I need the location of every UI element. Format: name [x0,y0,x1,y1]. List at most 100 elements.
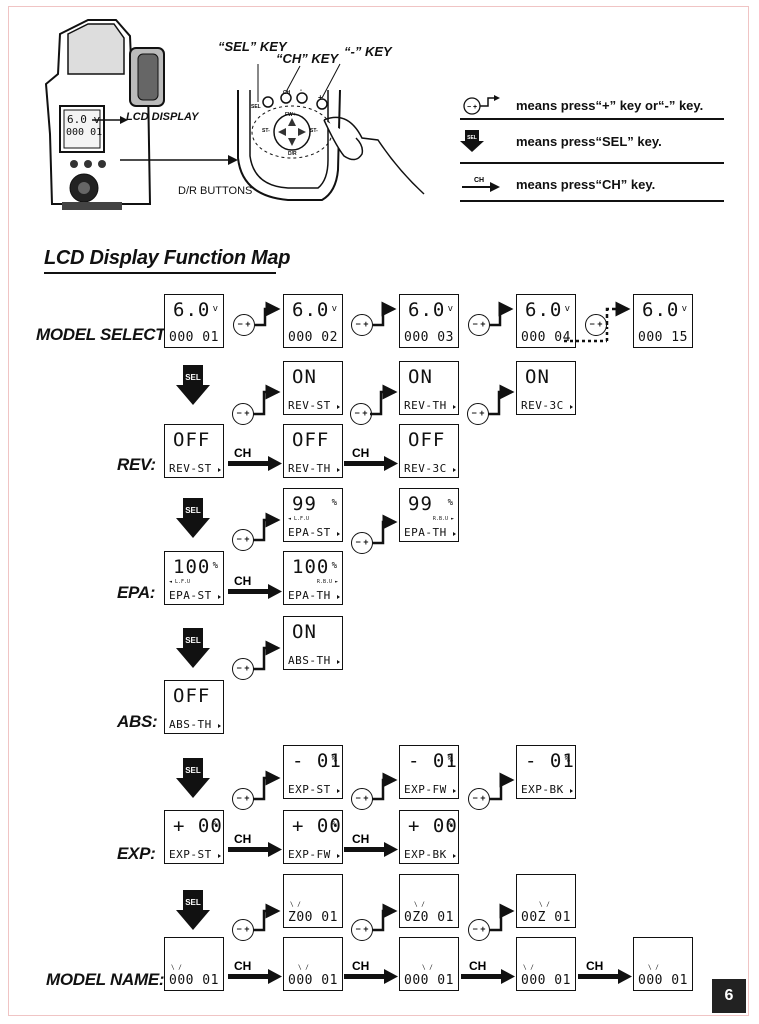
lcd-function: EXP-ST [169,848,212,861]
lcd-exp-plus-bk: + 00% EXP-BK [399,810,459,864]
pm-key-icon: − + [351,919,373,941]
ch-arrow-text: CH [469,959,486,973]
pm-key-icon: − + [468,919,490,941]
lcd-function: REV-ST [169,462,212,475]
lcd-unit: % [331,498,337,508]
lcd-value: + 00 [292,815,342,837]
lcd-function: EXP-ST [288,783,331,796]
lcd-rev-off-st: OFF REV-ST [164,424,224,478]
lcd-tick [218,468,221,472]
lcd-function: ABS-TH [169,718,212,731]
lcd-name: 000 01 [638,973,688,988]
ch-arrow-icon: CH [344,959,398,984]
pm-key-icon: − + [232,788,254,810]
lcd-epa-100-st: 100% ◄ L.F.U EPA-ST [164,551,224,605]
lcd-name: 0Z0 01 [404,910,454,925]
lcd-rev-off-3c: OFF REV-3C [399,424,459,478]
lcd-model-number: 000 03 [404,330,454,345]
lcd-model-name-edit-3: \ / 00Z 01 [516,874,576,928]
lcd-value: - 01 [525,750,575,772]
row-label-model-name: MODEL NAME: [46,970,165,989]
lcd-function: ABS-TH [288,654,331,667]
lcd-unit: % [447,755,453,765]
legend-rule-3 [460,200,724,202]
lcd-model-name-3: \ / 000 01 [399,937,459,991]
lcd-exp-plus-st: + 00% EXP-ST [164,810,224,864]
lcd-direction: ◄ L.F.U [288,516,310,522]
lcd-model-name-1: \ / 000 01 [164,937,224,991]
ch-arrow-icon: CH [228,574,282,599]
cursor-blink: \ / [422,964,433,971]
lcd-model-name-5: \ / 000 01 [633,937,693,991]
lcd-value: 100 [173,556,211,578]
sel-key-label: “SEL” KEY [218,39,287,54]
sel-arrow-text: SEL [185,506,201,515]
panel-fw: FW+ [285,112,296,118]
lcd-epa-99-st: 99% ◄ L.F.U EPA-ST [283,488,343,542]
lcd-tick [337,854,340,858]
lcd-direction: R.B.U ► [316,579,338,585]
pm-key-icon: − + [468,314,490,336]
lcd-function: EXP-BK [404,848,447,861]
lcd-value: OFF [173,685,211,707]
controller-lcd-bottom: 000 01 [66,127,103,138]
lcd-display-label: LCD DISPLAY [126,111,199,123]
sel-arrow-icon: SEL [176,628,210,668]
ch-arrow-icon: CH [228,446,282,471]
legend-row-sel: SEL means press“SEL” key. [460,130,662,152]
lcd-model-name-edit-1: \ / Z00 01 [283,874,343,928]
legend-plus-minus-text: means press“+” key or“-” key. [516,97,704,113]
lcd-rev-on-3c: ON REV-3C [516,361,576,415]
legend-ch-text: means press“CH” key. [516,176,656,192]
controller-lcd-top: 6.0 v [67,113,101,126]
lcd-unit: % [331,755,337,765]
pm-key-icon: − + [351,532,373,554]
legend-sel-text: means press“SEL” key. [516,133,662,149]
lcd-value: 100 [292,556,330,578]
ch-arrow-icon: CH [228,959,282,984]
panel-dr: D/R [288,151,297,157]
panel-st-left: ST- [262,128,270,134]
lcd-unit: v [331,304,337,314]
row-label-rev: REV: [117,455,156,474]
ch-arrow-icon: CH [228,832,282,857]
row-label-epa: EPA: [117,583,156,602]
lcd-value: - 01 [292,750,342,772]
dr-buttons-label: D/R BUTTONS [178,185,253,197]
lcd-tick [337,468,340,472]
svg-text:CH: CH [474,177,484,184]
ch-arrow-text: CH [234,446,251,460]
lcd-name: Z00 01 [288,910,338,925]
cursor-blink: \ / [523,964,534,971]
lcd-unit: v [447,304,453,314]
ch-arrow-icon: CH [462,177,500,192]
lcd-model-number: 000 15 [638,330,688,345]
lcd-function: EPA-TH [404,526,447,539]
lcd-exp-minus-bk: - 01% EXP-BK [516,745,576,799]
lcd-unit: % [447,820,453,830]
cursor-blink: \ / [648,964,659,971]
lcd-unit: % [447,498,453,508]
panel-pointer-arrow [120,155,238,165]
pm-key-icon: − + [232,658,254,680]
lcd-exp-minus-st: - 01% EXP-ST [283,745,343,799]
pm-key-icon: − + [351,314,373,336]
pm-key-icon: − + [232,919,254,941]
lcd-rev-on-th: ON REV-TH [399,361,459,415]
lcd-tick [453,854,456,858]
pm-key-icon: − + [233,314,255,336]
sel-arrow-icon: SEL [176,498,210,538]
lcd-tick [218,854,221,858]
lcd-value: + 00 [408,815,458,837]
svg-text:SEL: SEL [467,135,477,141]
lcd-value: OFF [408,429,446,451]
lcd-function: EXP-BK [521,783,564,796]
legend-row-plus-minus: − + means press“+” key or“-” key. [460,94,703,116]
legend-rule-1 [460,118,724,120]
sel-arrow-icon: SEL [176,890,210,930]
lcd-tick [337,532,340,536]
lcd-unit: % [212,561,218,571]
ch-arrow-icon: CH [344,832,398,857]
lcd-model-number: 000 01 [169,330,219,345]
